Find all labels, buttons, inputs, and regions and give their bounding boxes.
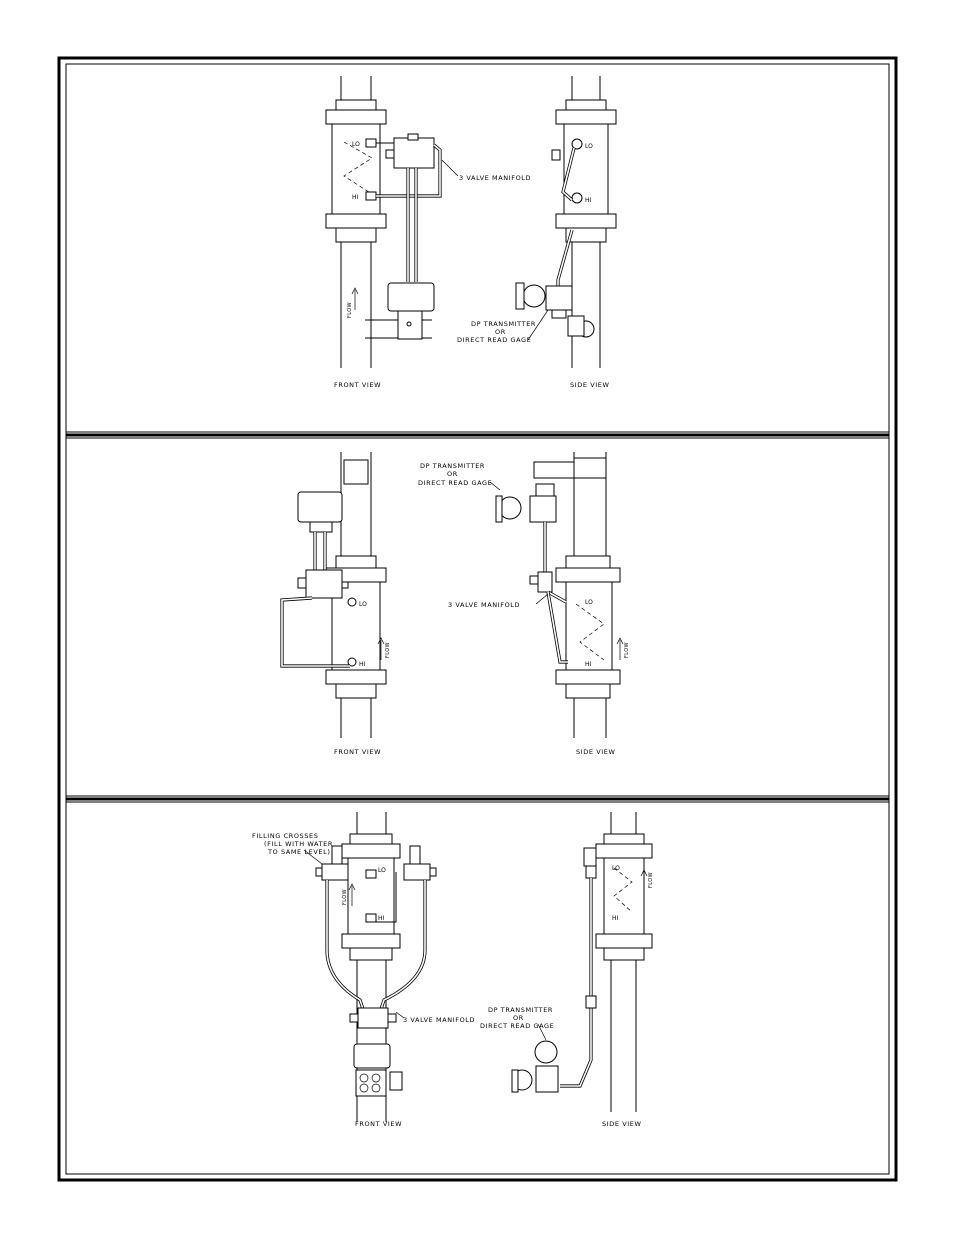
- panel-3-side-tap-hi: HI: [612, 915, 619, 922]
- panel-2-front-label: FRONT VIEW: [334, 748, 381, 756]
- panel-3-filling-callout-line-2: (FILL WITH WATER: [264, 840, 333, 848]
- panel-1-side-tap-hi: HI: [585, 197, 592, 204]
- panel-2-front-tap-hi: HI: [359, 661, 366, 668]
- panel-2: LO HI FLOW FRONT VIEW: [280, 452, 630, 756]
- panel-2-side-pipe: [533, 452, 624, 738]
- inner-border: [65, 63, 890, 1175]
- panel-1-front-tap-hi: HI: [352, 194, 359, 201]
- panel-2-front-flow: FLOW: [385, 642, 391, 658]
- panel-3-front-tap-hi: HI: [378, 915, 385, 922]
- panel-2-transmitter-callout-line-1: DP TRANSMITTER: [420, 462, 485, 470]
- panel-3-front-transmitter: [353, 1043, 403, 1097]
- panel-3: LO HI FLOW FILLING CROSSES (FILL WITH WA…: [252, 812, 654, 1128]
- panel-3-transmitter-callout-line-3: DIRECT READ GAGE: [480, 1022, 554, 1030]
- panel-3-side-pipe: [560, 812, 653, 1112]
- panel-1-manifold-callout: 3 VALVE MANIFOLD: [459, 174, 531, 182]
- panel-2-side-flow: FLOW: [624, 642, 630, 658]
- panel-3-side-label: SIDE VIEW: [602, 1120, 642, 1128]
- panel-3-front-tap-lo: LO: [378, 867, 386, 874]
- panel-2-side-tap-hi: HI: [585, 661, 592, 668]
- panel-3-transmitter-callout-line-1: DP TRANSMITTER: [488, 1006, 553, 1014]
- panel-1-front-manifold: [376, 133, 459, 282]
- panel-3-front-filling-crosses: [303, 845, 437, 1013]
- panel-1-side-label: SIDE VIEW: [570, 381, 610, 389]
- panel-3-front-label: FRONT VIEW: [355, 1120, 402, 1128]
- panel-3-front-pipe: [341, 812, 401, 1122]
- panel-1: LO HI FLOW 3 VALVE MANIFOLD FRONT VIEW: [325, 76, 617, 389]
- panel-1-transmitter-callout-line-3: DIRECT READ GAGE: [457, 336, 531, 344]
- panel-3-manifold-callout: 3 VALVE MANIFOLD: [403, 1016, 475, 1024]
- panel-2-front-transmitter: [297, 491, 343, 533]
- panel-3-side-tap-lo: LO: [612, 865, 620, 872]
- panel-3-filling-callout-line-1: FILLING CROSSES: [252, 832, 318, 840]
- panel-2-manifold-callout: 3 VALVE MANIFOLD: [448, 601, 520, 609]
- panel-2-side-transmitter: [489, 481, 568, 664]
- panel-2-front-manifold: [280, 532, 350, 668]
- panel-2-transmitter-callout-line-2: OR: [447, 470, 458, 478]
- panel-2-side-label: SIDE VIEW: [576, 748, 616, 756]
- panel-1-front-flow: FLOW: [347, 302, 353, 318]
- panel-3-side-flow: FLOW: [648, 872, 654, 888]
- panel-1-front-pipe: [325, 76, 432, 368]
- panel-1-front-tap-lo: LO: [352, 141, 360, 148]
- panel-2-side-tap-lo: LO: [585, 599, 593, 606]
- panel-1-side-transmitter: [515, 282, 573, 341]
- panel-3-filling-callout-line-3: TO SAME LEVEL): [267, 848, 330, 856]
- outer-border: [57, 56, 898, 1182]
- panel-1-side-tap-lo: LO: [585, 143, 593, 150]
- panel-1-side-pipe: [551, 76, 617, 368]
- panel-3-side-transmitter: [511, 1023, 559, 1093]
- panel-2-front-tap-lo: LO: [359, 601, 367, 608]
- panel-1-transmitter-callout-line-2: OR: [495, 328, 506, 336]
- panel-3-front-flow: FLOW: [342, 889, 348, 905]
- panel-2-transmitter-callout-line-3: DIRECT READ GAGE: [418, 479, 492, 487]
- panel-3-transmitter-callout-line-2: OR: [513, 1014, 524, 1022]
- panel-3-front-manifold: [349, 1007, 405, 1029]
- panel-1-front-label: FRONT VIEW: [334, 381, 381, 389]
- panel-1-transmitter-callout-line-1: DP TRANSMITTER: [471, 320, 536, 328]
- panel-1-front-transmitter: [387, 282, 435, 340]
